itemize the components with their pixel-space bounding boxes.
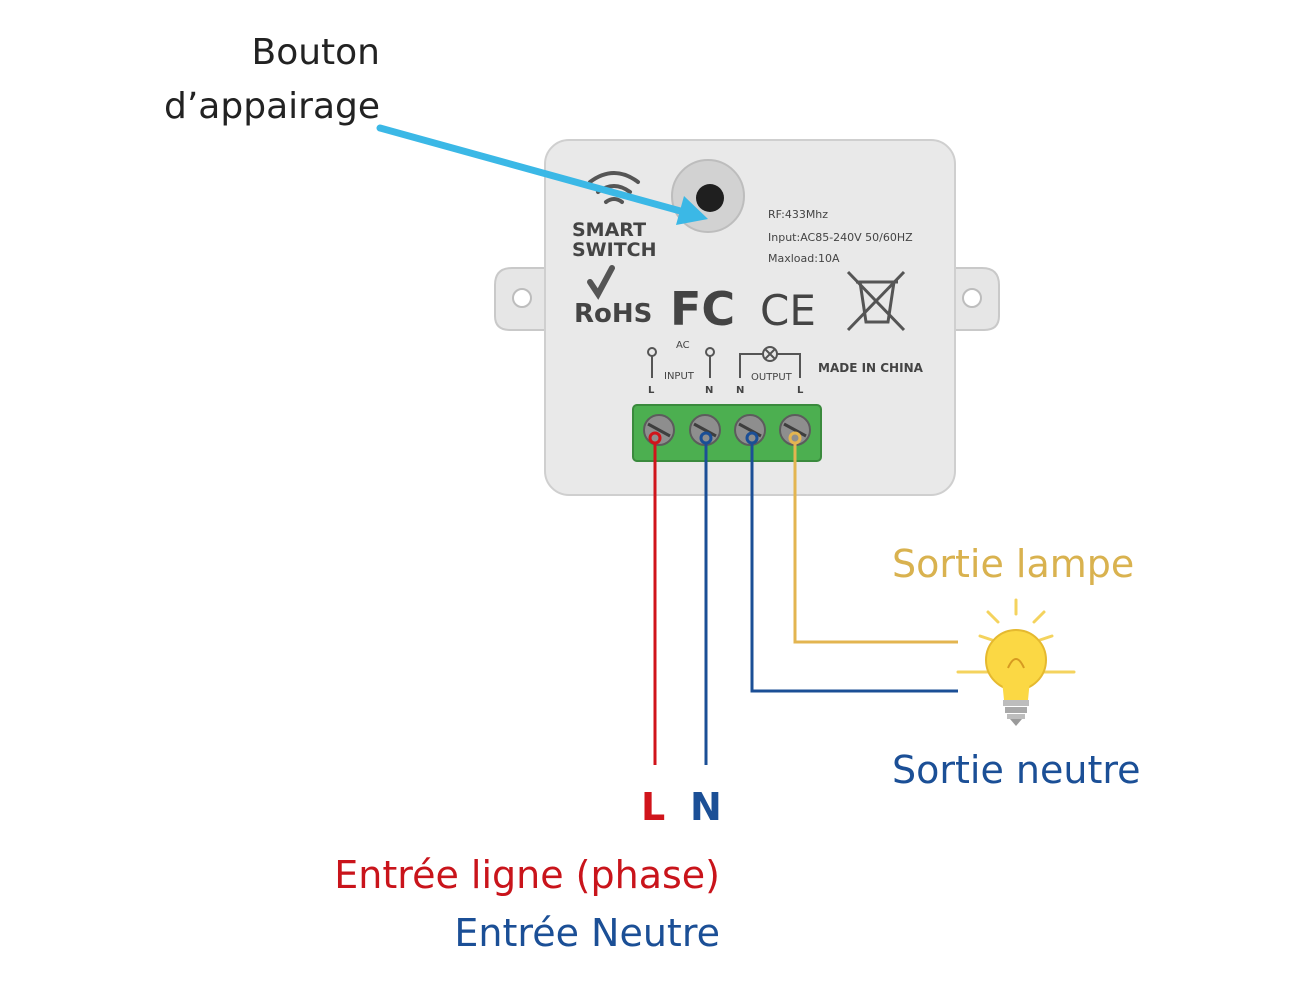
out-n-label: N <box>736 385 744 396</box>
in-l-label: L <box>648 385 655 396</box>
neutral-output-label: Sortie neutre <box>892 748 1141 792</box>
rohs-check-icon <box>587 265 615 300</box>
neutral-input-label: Entrée Neutre <box>454 911 720 955</box>
neutral-in-wire <box>699 431 713 765</box>
terminal-screw-lamp-out <box>779 414 811 446</box>
input-label: INPUT <box>664 371 695 382</box>
cert-rohs: RoHS <box>574 299 652 329</box>
mounting-ear-right <box>944 267 1000 331</box>
line-input-label: Entrée ligne (phase) <box>334 853 720 897</box>
pairing-button-label: Bouton d’appairage <box>164 26 380 134</box>
cert-ce: CE <box>760 286 816 335</box>
out-l-label: L <box>797 385 804 396</box>
in-n-label: N <box>705 385 713 396</box>
pairing-arrow <box>376 124 708 225</box>
made-in-label: MADE IN CHINA <box>818 361 924 375</box>
lightbulb-icon <box>956 598 1076 726</box>
lamp-wire <box>788 431 958 644</box>
crossed-bin-icon <box>846 270 906 332</box>
brand-line2: SWITCH <box>572 239 657 261</box>
terminal-screw-neutral-in <box>689 414 721 446</box>
terminal-markings <box>647 346 801 378</box>
line-wire <box>648 431 662 765</box>
output-label: OUTPUT <box>751 372 793 383</box>
neutral-terminal-mark: N <box>690 785 722 829</box>
spec-rf: RF:433Mhz <box>768 208 828 221</box>
lamp-output-label: Sortie lampe <box>892 542 1135 586</box>
terminal-block <box>632 404 822 462</box>
spec-input: Input:AC85-240V 50/60HZ <box>768 231 913 244</box>
pairing-label-line2: d’appairage <box>164 86 380 127</box>
terminal-screw-neutral-out <box>734 414 766 446</box>
neutral-out-wire <box>745 431 958 693</box>
cert-fc: FC <box>670 282 735 336</box>
brand-line1: SMART <box>572 219 646 241</box>
spec-maxload: Maxload:10A <box>768 252 840 265</box>
mounting-ear-left <box>494 267 556 331</box>
ac-label: AC <box>676 340 690 351</box>
line-terminal-mark: L <box>641 785 666 829</box>
pairing-label-line1: Bouton <box>251 32 381 73</box>
